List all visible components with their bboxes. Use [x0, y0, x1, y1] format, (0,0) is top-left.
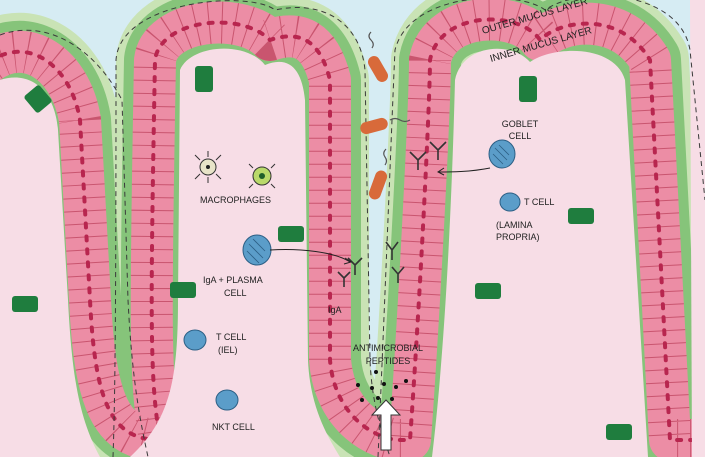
t-cell-iel-label-line1: T CELL [216, 332, 246, 342]
iga-label: IgA [328, 305, 342, 315]
iga-plasma-label-line1: IgA + PLASMA [203, 275, 263, 285]
macrophages-label: MACROPHAGES [200, 195, 271, 205]
macrophage-icon [249, 164, 275, 188]
lamina-propria-right [432, 49, 648, 457]
t-cell-lamina-propria [489, 140, 515, 168]
goblet-cell [170, 282, 196, 298]
t-cell-iel-label-line2: (IEL) [218, 345, 238, 355]
goblet-cell-label-line1: GOBLET [502, 119, 539, 129]
goblet-cell-label-line2: CELL [509, 131, 532, 141]
goblet-cell [568, 208, 594, 224]
nkt-cell [216, 390, 238, 410]
t-cell-lamina-propria-2 [500, 193, 520, 211]
antimicrobial-label-line2: PEPTIDES [366, 356, 411, 366]
goblet-cell [606, 424, 632, 440]
goblet-cell [12, 296, 38, 312]
goblet-cell [195, 66, 213, 92]
iga-plasma-label-line2: CELL [224, 288, 247, 298]
lamina-propria-far-right [690, 0, 705, 457]
antimicrobial-label-line1: ANTIMICROBIAL [353, 343, 423, 353]
nkt-cell-label: NKT CELL [212, 422, 255, 432]
t-cell-lamina-label-line2: (LAMINA [496, 220, 533, 230]
goblet-cell [278, 226, 304, 242]
goblet-cell [519, 76, 537, 102]
t-cell-iel [184, 330, 206, 350]
goblet-cell [475, 283, 501, 299]
t-cell-lamina-label-line3: PROPRIA) [496, 232, 540, 242]
t-cell-lamina-label-line1: T CELL [524, 197, 554, 207]
